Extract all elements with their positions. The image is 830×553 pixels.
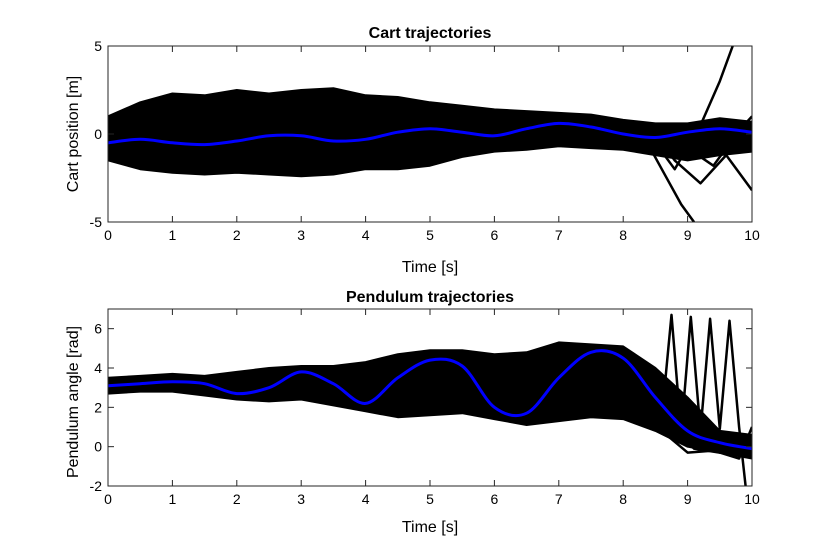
cart-y-tick-label: 0 [94,126,102,142]
pendulum-x-tick-label: 4 [362,491,370,507]
pendulum-x-tick-label: 8 [619,491,627,507]
cart-x-tick-label: 2 [233,227,241,243]
pendulum-y-tick-label: 6 [94,321,102,337]
cart-x-tick-label: 3 [297,227,305,243]
pendulum-x-tick-label: 2 [233,491,241,507]
pendulum-x-tick-label: 1 [169,491,177,507]
cart-axes-frame [107,45,753,223]
pendulum-x-tick-label: 3 [297,491,305,507]
pendulum-outlier-trajectory-0 [660,313,747,486]
cart-mean-trajectory [108,121,752,147]
cart-outlier-trajectory-0 [647,46,734,171]
cart-x-tick-label: 10 [744,227,760,243]
cart-outlier-trajectory-1 [641,133,696,222]
pendulum-x-tick-label: 5 [426,491,434,507]
pendulum-y-tick-label: -2 [90,478,103,494]
cart-plot-area [108,46,752,222]
pendulum-x-axis-label: Time [s] [402,519,458,536]
pendulum-outlier-trajectory-2 [641,386,746,456]
cart-outlier-trajectory-3 [661,115,752,167]
cart-y-tick-label: -5 [90,214,103,230]
pendulum-plot-area [108,313,752,486]
pendulum-y-axis-label: Pendulum angle [rad] [65,326,82,478]
cart-y-tick-label: 5 [94,38,102,54]
cart-x-tick-label: 4 [362,227,370,243]
pendulum-y-tick-label: 2 [94,399,102,415]
cart-x-tick-label: 7 [555,227,563,243]
cart-x-tick-label: 5 [426,227,434,243]
cart-trajectory-band [108,87,752,178]
pendulum-axes-frame [107,308,753,487]
pendulum-x-tick-label: 10 [744,491,760,507]
pendulum-trajectory-band [108,341,752,460]
pendulum-y-tick-label: 0 [94,439,102,455]
pendulum-x-tick-label: 0 [104,491,112,507]
cart-x-tick-label: 9 [684,227,692,243]
cart-outlier-trajectory-2 [654,133,752,192]
cart-x-tick-label: 1 [169,227,177,243]
cart-x-axis-label: Time [s] [402,259,458,276]
cart-x-tick-label: 6 [491,227,499,243]
pendulum-plot-title: Pendulum trajectories [346,289,514,306]
pendulum-x-tick-label: 6 [491,491,499,507]
cart-x-tick-label: 8 [619,227,627,243]
cart-y-axis-label: Cart position [m] [65,76,82,192]
pendulum-x-tick-label: 9 [684,491,692,507]
cart-plot-title: Cart trajectories [369,25,492,42]
pendulum-x-tick-label: 7 [555,491,563,507]
cart-x-tick-label: 0 [104,227,112,243]
pendulum-y-tick-label: 4 [94,360,102,376]
pendulum-mean-trajectory [108,349,752,451]
